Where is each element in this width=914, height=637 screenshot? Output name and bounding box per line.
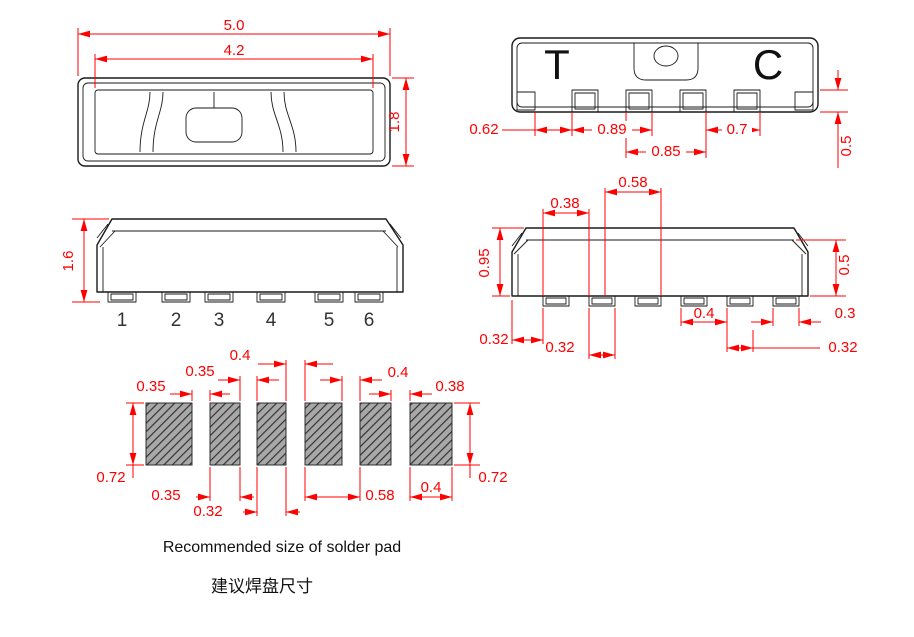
- dim-left-gap-label: 0.62: [469, 121, 498, 138]
- internal-trace: [139, 91, 151, 153]
- pin: [634, 295, 662, 307]
- pin: [256, 291, 286, 303]
- dim-pin-height-label: 0.5: [838, 136, 855, 157]
- back-view-body: [511, 227, 809, 297]
- pin: [726, 295, 754, 307]
- dim-back-bottom-c-label: 0.4: [694, 305, 715, 322]
- internal-trace: [270, 91, 284, 153]
- pin: [680, 295, 708, 307]
- top-view-cavity: [94, 89, 374, 155]
- dim-pad-top-a-label: 0.4: [230, 347, 251, 364]
- polarity-marking-t: T: [544, 41, 570, 88]
- front-view-body-inner: [516, 42, 814, 108]
- dim-pad-bottom-b-label: 0.32: [193, 503, 222, 520]
- pin: [679, 89, 707, 113]
- side-view: 1 2 3 4 5 6 1.6: [60, 218, 404, 331]
- pin: [161, 291, 191, 303]
- center-hole: [653, 45, 679, 67]
- polarity-marking-c: C: [753, 41, 783, 88]
- solder-pad-6: [409, 402, 453, 466]
- pin: [314, 291, 344, 303]
- internal-trace: [185, 107, 243, 143]
- dim-back-bottom-e-label: 0.32: [828, 339, 857, 356]
- dim-pad-bottom-a-label: 0.35: [151, 487, 180, 504]
- pin-number-4: 4: [266, 310, 277, 331]
- side-view-body: [96, 218, 404, 293]
- dim-outer-width-label: 5.0: [224, 17, 245, 34]
- dim-pad-bottom-d-label: 0.4: [421, 479, 442, 496]
- solder-pad-5: [359, 402, 392, 466]
- center-notch: [633, 43, 699, 81]
- caption-chinese: 建议焊盘尺寸: [211, 577, 313, 597]
- pin: [571, 89, 599, 113]
- dim-side-height-label: 1.6: [60, 251, 77, 272]
- dim-back-bottom-a-label: 0.32: [479, 331, 508, 348]
- internal-trace: [152, 91, 164, 153]
- dim-pitch-c-label: 0.7: [727, 121, 748, 138]
- corner-pad: [516, 91, 536, 111]
- pin-number-5: 5: [324, 310, 335, 331]
- pin: [625, 89, 653, 113]
- front-view: T C 0.62 0.89 0.85 0.7: [469, 37, 855, 168]
- dim-top-height-label: 1.8: [386, 112, 403, 133]
- back-view: 0.58 0.38 0.95 0.5 0.32 0.32 0.4: [476, 174, 858, 359]
- dim-back-bottom-b-label: 0.32: [545, 339, 574, 356]
- pad-layout: 0.4 0.35 0.35 0.4 0.38 0.72: [96, 347, 507, 597]
- front-view-body: [511, 37, 819, 113]
- pin-inner: [574, 92, 596, 110]
- pin-inner: [736, 92, 758, 110]
- pin-number-1: 1: [117, 310, 128, 331]
- dim-pad-top-c-label: 0.35: [136, 378, 165, 395]
- pin: [542, 295, 570, 307]
- solder-pad-4: [304, 402, 343, 466]
- dim-back-bottom-d-label: 0.3: [835, 305, 856, 322]
- solder-pad-3: [256, 402, 287, 466]
- corner-pad: [794, 91, 814, 111]
- solder-pad-2: [209, 402, 241, 466]
- dim-pad-height-right-label: 0.72: [478, 469, 507, 486]
- pin-number-2: 2: [171, 310, 182, 331]
- dim-back-height-right-label: 0.5: [836, 255, 853, 276]
- dim-pitch-b-label: 0.85: [651, 143, 680, 160]
- pin-number-3: 3: [214, 310, 225, 331]
- dim-pad-bottom-c-label: 0.58: [365, 487, 394, 504]
- pin: [588, 295, 616, 307]
- caption-english: Recommended size of solder pad: [163, 539, 401, 556]
- internal-trace: [283, 91, 297, 153]
- pin: [354, 291, 384, 303]
- top-view: 5.0 4.2 1.8: [77, 17, 414, 167]
- dim-back-height-left-label: 0.95: [476, 248, 493, 277]
- pin: [772, 295, 800, 307]
- solder-pad-1: [145, 402, 193, 466]
- dim-back-top-b-label: 0.38: [550, 195, 579, 212]
- pin: [204, 291, 234, 303]
- dim-pad-top-b-label: 0.35: [185, 363, 214, 380]
- pin-inner: [682, 92, 704, 110]
- top-view-body-inner: [82, 82, 386, 162]
- pin: [107, 291, 137, 303]
- pin: [733, 89, 761, 113]
- pin-number-6: 6: [364, 310, 375, 331]
- pin-inner: [628, 92, 650, 110]
- dim-pad-top-d-label: 0.4: [388, 364, 409, 381]
- dim-pad-height-left-label: 0.72: [96, 469, 125, 486]
- dim-pad-top-e-label: 0.38: [435, 378, 464, 395]
- dim-inner-width-label: 4.2: [224, 42, 245, 59]
- top-view-body: [77, 77, 391, 167]
- dim-pitch-a-label: 0.89: [597, 121, 626, 138]
- dim-back-top-a-label: 0.58: [618, 174, 647, 191]
